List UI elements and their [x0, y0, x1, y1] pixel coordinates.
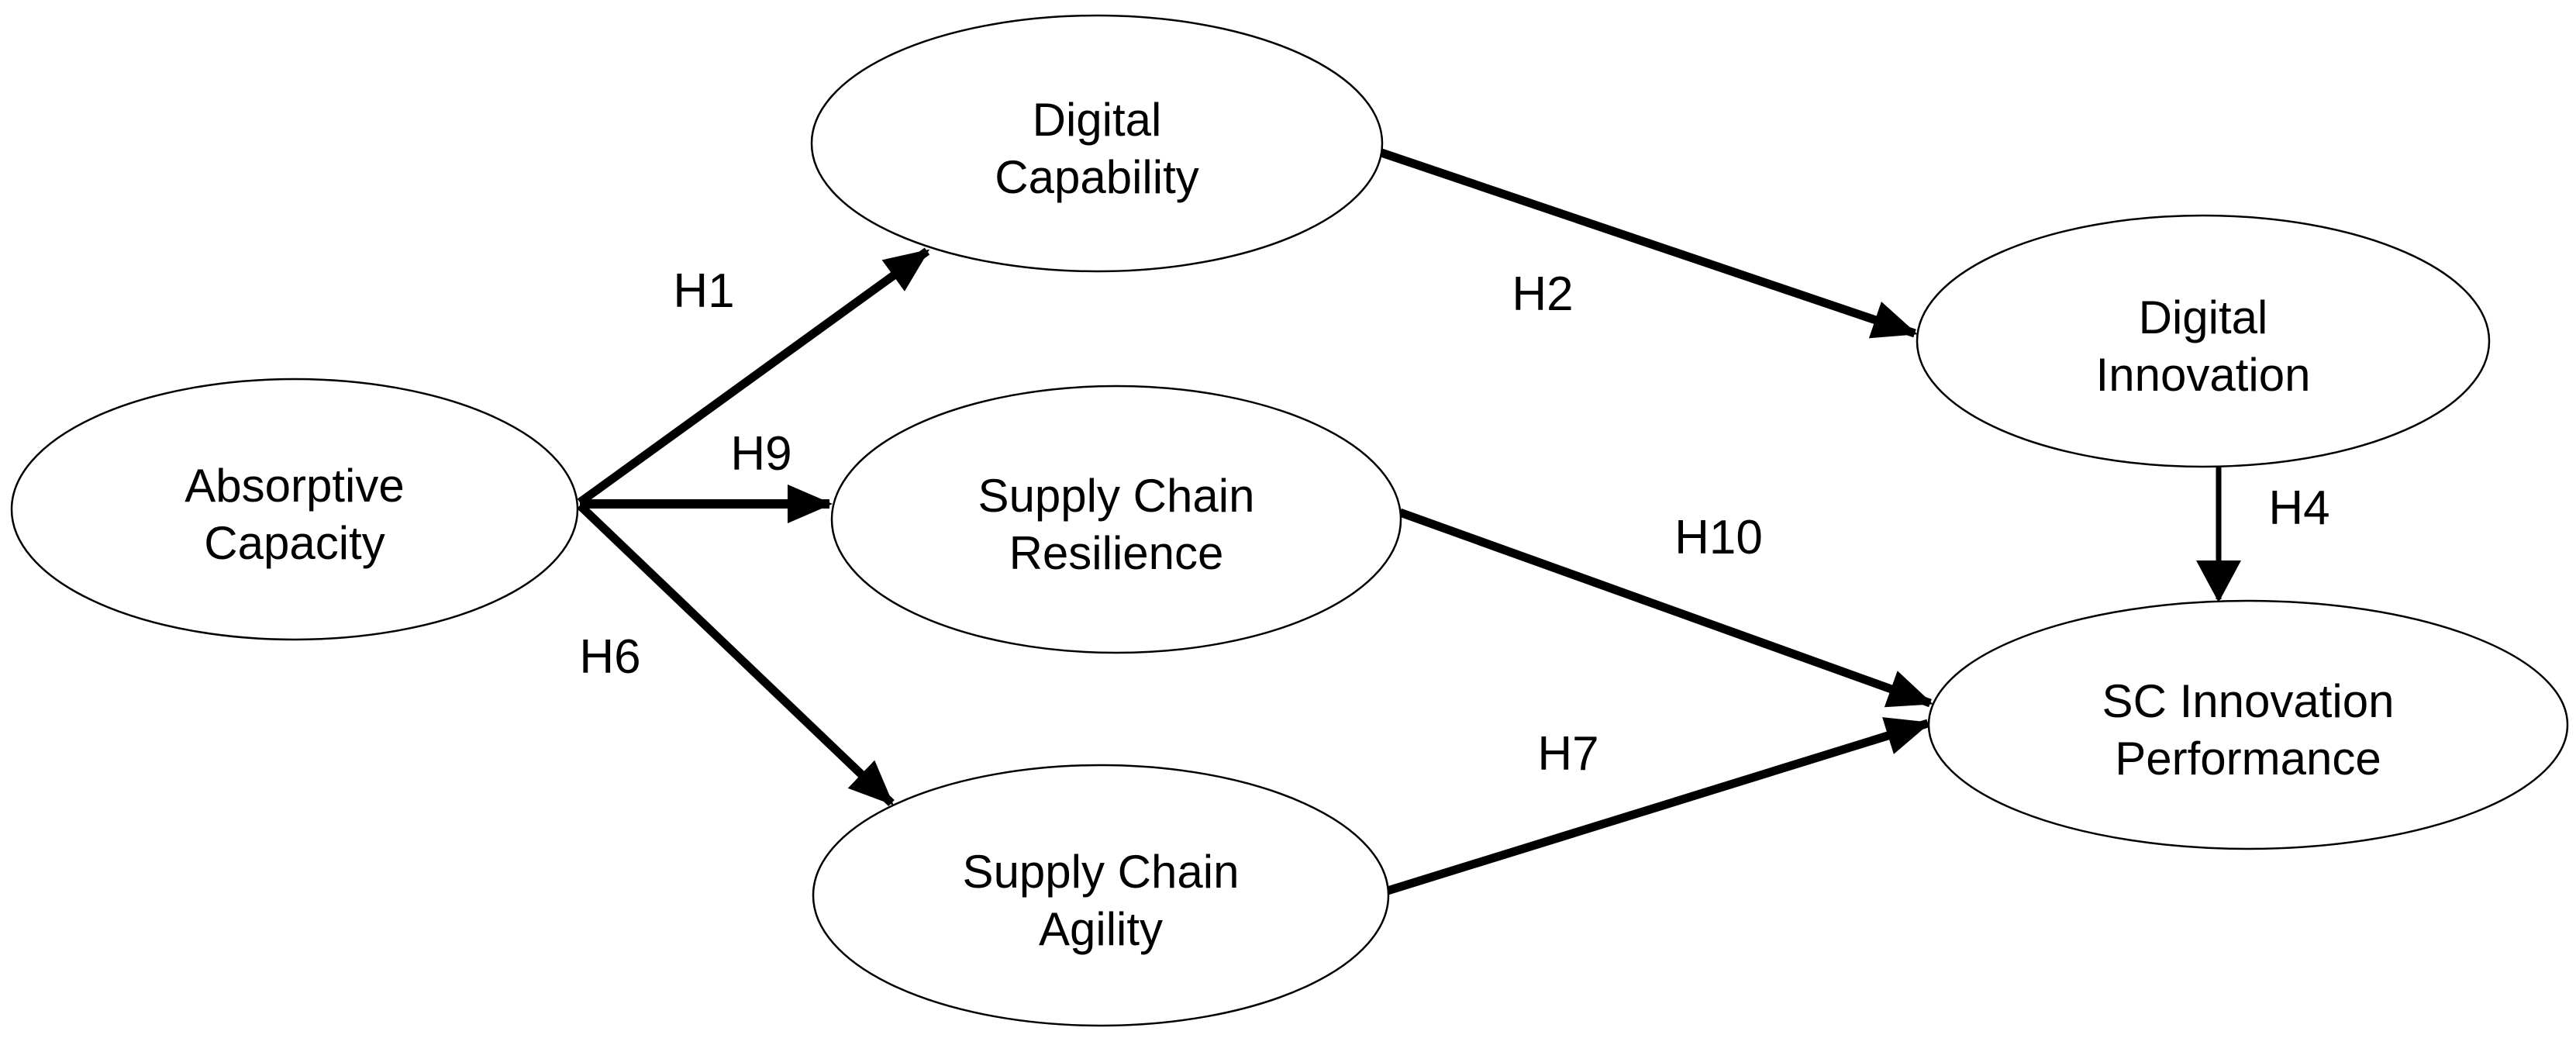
edge-H10-label: H10	[1674, 511, 1763, 564]
supply-chain-agility-label-line-2: Agility	[1039, 903, 1163, 955]
digital-capability-label-line-2: Capability	[995, 151, 1198, 203]
edge-H7-label: H7	[1537, 727, 1598, 781]
edge-H9-label: H9	[730, 427, 791, 481]
absorptive-capacity-label-line-1: Absorptive	[184, 460, 404, 512]
edge-H6-arrow	[577, 502, 895, 806]
edge-H1-label: H1	[673, 264, 734, 318]
edge-H1-arrow	[577, 247, 930, 506]
supply-chain-resilience-label-line-1: Supply Chain	[978, 470, 1255, 522]
digital-innovation-label-line-2: Innovation	[2096, 349, 2311, 401]
digital-capability-ellipse	[810, 14, 1384, 273]
edge-H7-arrow	[1386, 717, 1931, 895]
digital-innovation-label-line-1: Digital	[2139, 291, 2268, 343]
supply-chain-agility-ellipse	[812, 764, 1390, 1027]
edge-H4-label: H4	[2268, 481, 2329, 535]
absorptive-capacity-label-line-2: Capacity	[204, 517, 385, 569]
digital-innovation-ellipse	[1916, 214, 2491, 468]
supply-chain-resilience-ellipse	[830, 385, 1402, 654]
sc-innovation-performance-ellipse	[1927, 599, 2569, 850]
absorptive-capacity-ellipse	[10, 378, 579, 641]
sc-innovation-performance-label-line-1: SC Innovation	[2102, 675, 2395, 727]
supply-chain-resilience-label-line-2: Resilience	[1009, 527, 1224, 579]
edge-H6-label: H6	[579, 630, 640, 684]
digital-capability-label-line-1: Digital	[1033, 94, 1162, 146]
supply-chain-agility-label-line-1: Supply Chain	[963, 846, 1240, 898]
edge-H2-label: H2	[1512, 267, 1573, 321]
edge-H2-arrow	[1380, 148, 1918, 339]
sc-innovation-performance-label-line-2: Performance	[2115, 733, 2381, 785]
edge-H10-arrow	[1398, 508, 1933, 708]
